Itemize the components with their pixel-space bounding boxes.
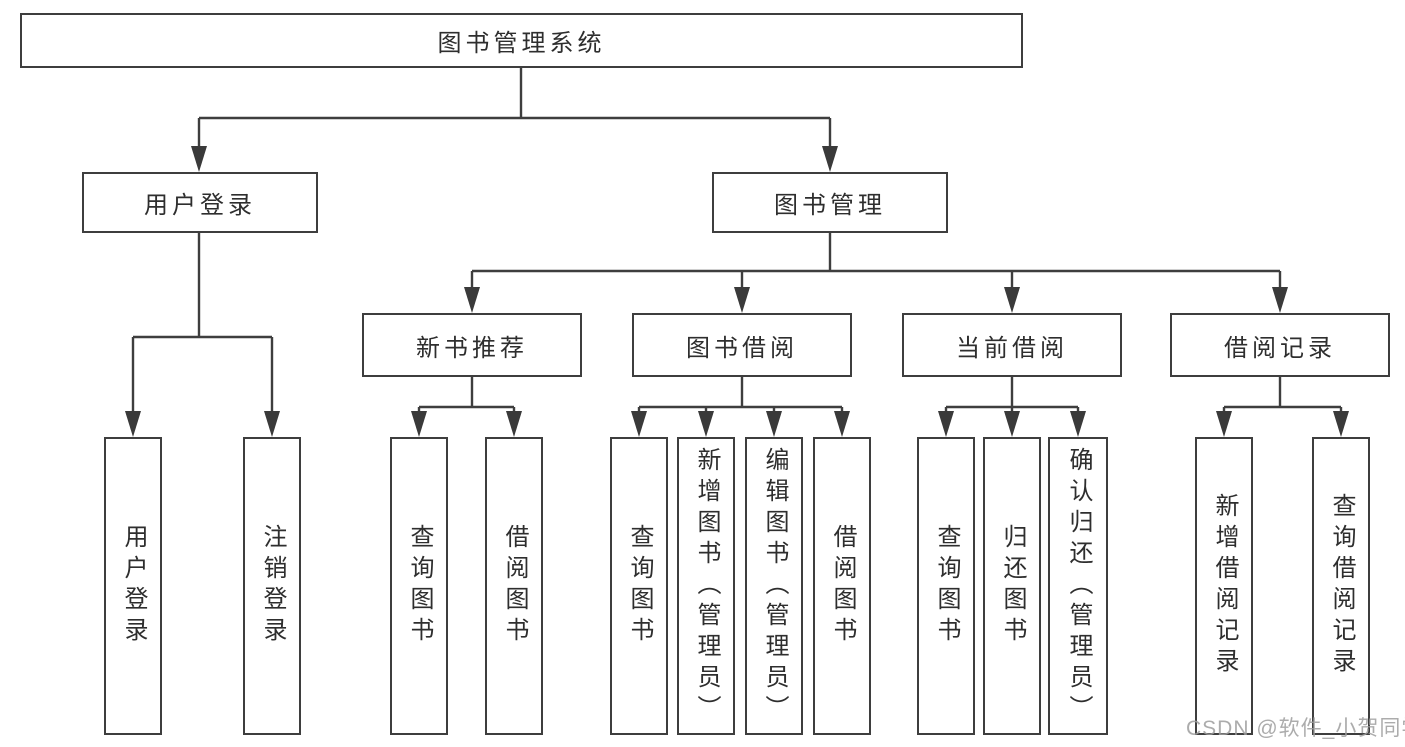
leaf-return-book-label: 归还图书 [999, 524, 1026, 648]
leaf-edit-book-admin: 编辑图书（管理员） [745, 437, 803, 735]
node-current-borrow: 当前借阅 [902, 313, 1122, 377]
leaf-logout-label: 注销登录 [259, 524, 286, 648]
node-user-login-branch-label: 用户登录 [144, 192, 256, 219]
node-book-borrow: 图书借阅 [632, 313, 852, 377]
node-root-label: 图书管理系统 [437, 30, 606, 57]
watermark: CSDN @软件_小贺同学 [1186, 717, 1405, 740]
leaf-query-borrow-record: 查询借阅记录 [1312, 437, 1370, 735]
node-new-book-recommend: 新书推荐 [362, 313, 582, 377]
leaf-user-login-label: 用户登录 [120, 524, 147, 648]
leaf-borrow-book-label: 借阅图书 [829, 524, 856, 648]
leaf-query-borrow-record-label: 查询借阅记录 [1328, 493, 1355, 679]
leaf-borrow-book-recommend-label: 借阅图书 [501, 524, 528, 648]
node-borrow-records: 借阅记录 [1170, 313, 1390, 377]
leaf-query-book-borrow-label: 查询图书 [626, 524, 653, 648]
leaf-confirm-return-admin: 确认归还（管理员） [1048, 437, 1108, 735]
leaf-query-book-current-label: 查询图书 [933, 524, 960, 648]
leaf-confirm-return-admin-label: 确认归还（管理员） [1065, 446, 1092, 726]
node-root: 图书管理系统 [20, 13, 1023, 68]
leaf-logout: 注销登录 [243, 437, 301, 735]
leaf-query-book-current: 查询图书 [917, 437, 975, 735]
node-borrow-records-label: 借阅记录 [1224, 334, 1336, 362]
node-book-management-branch: 图书管理 [712, 172, 948, 233]
leaf-add-borrow-record-label: 新增借阅记录 [1211, 493, 1238, 679]
leaf-add-book-admin-label: 新增图书（管理员） [693, 446, 720, 726]
node-new-book-recommend-label: 新书推荐 [416, 334, 528, 362]
leaf-edit-book-admin-label: 编辑图书（管理员） [761, 446, 788, 726]
leaf-return-book: 归还图书 [983, 437, 1041, 735]
leaf-query-book-recommend-label: 查询图书 [406, 524, 433, 648]
node-book-management-branch-label: 图书管理 [774, 192, 886, 219]
leaf-add-book-admin: 新增图书（管理员） [677, 437, 735, 735]
leaf-borrow-book: 借阅图书 [813, 437, 871, 735]
node-current-borrow-label: 当前借阅 [956, 334, 1068, 362]
leaf-borrow-book-recommend: 借阅图书 [485, 437, 543, 735]
node-book-borrow-label: 图书借阅 [686, 334, 798, 362]
leaf-query-book-borrow: 查询图书 [610, 437, 668, 735]
leaf-query-book-recommend: 查询图书 [390, 437, 448, 735]
node-user-login-branch: 用户登录 [82, 172, 318, 233]
leaf-user-login: 用户登录 [104, 437, 162, 735]
leaf-add-borrow-record: 新增借阅记录 [1195, 437, 1253, 735]
